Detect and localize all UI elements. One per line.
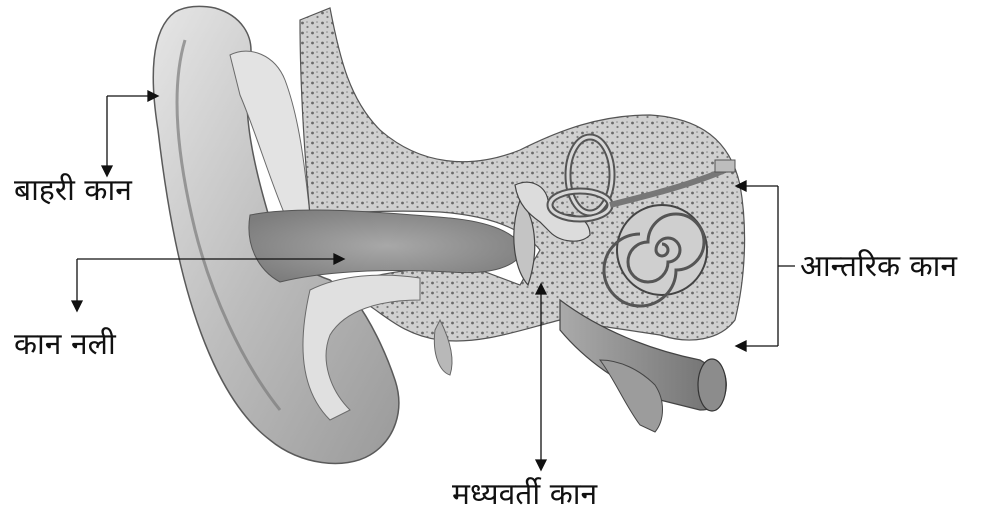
arrowhead-ear-canal-down (72, 301, 82, 311)
nerve-stub (715, 160, 735, 172)
label-inner-ear: आन्तरिक कान (800, 252, 957, 282)
pointer-outer-ear (107, 96, 150, 170)
label-outer-ear: बाहरी कान (14, 176, 132, 206)
label-middle-ear: मध्यवर्ती कान (452, 480, 597, 510)
ear-canal (249, 210, 525, 282)
pointer-inner-ear (744, 186, 795, 346)
arrowhead-middle-ear-down (536, 460, 546, 470)
arrowhead-inner-ear-bottom (736, 341, 746, 351)
label-ear-canal: कान नली (14, 330, 116, 360)
eustachian-tube-opening (698, 359, 726, 411)
